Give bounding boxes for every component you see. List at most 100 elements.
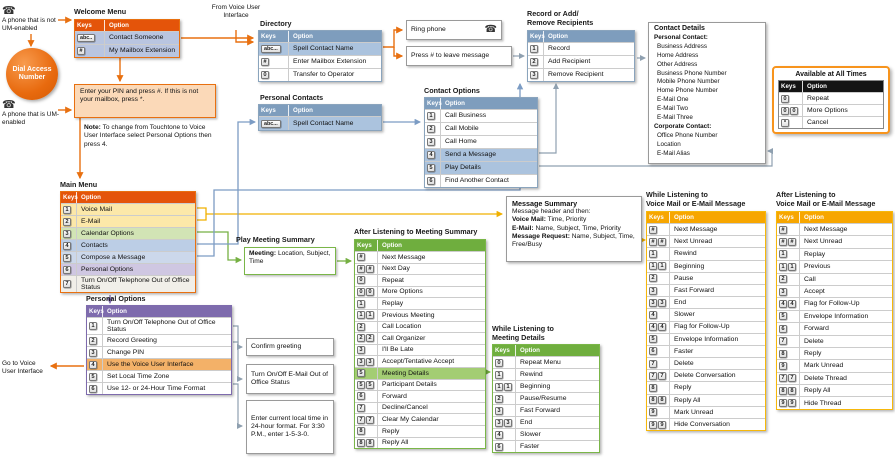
summary-label: Message Request:	[512, 232, 570, 240]
row-keys: 2	[528, 56, 544, 68]
keys-header: Keys	[647, 212, 670, 223]
key-cap: 9	[779, 361, 787, 370]
contact-detail-item: E-Mail One	[657, 96, 689, 104]
key-cap: 3	[649, 298, 657, 307]
row-option: Reply All	[382, 439, 409, 447]
dial-access-number-badge: Dial Access Number	[6, 48, 58, 100]
row-keys: 7	[777, 335, 800, 347]
contact-detail-item: Home Phone Number	[657, 87, 718, 95]
play-meeting-summary-title: Play Meeting Summary	[236, 235, 315, 244]
row-option: Delete Conversation	[674, 372, 736, 380]
row-option: Mark Unread	[804, 362, 844, 370]
row-option: Call Location	[382, 323, 422, 331]
key-cap: 4	[649, 323, 657, 332]
key-cap: 2	[779, 275, 787, 284]
row-keys: abc...	[259, 117, 289, 130]
phone-not-um-label: ☎ A phone that is not UM-enabled	[2, 6, 64, 32]
row-option: Compose a Message	[81, 253, 146, 261]
option-header: Option	[445, 100, 465, 107]
row-keys: 3	[355, 344, 378, 356]
row-option: Voice Mail	[81, 205, 112, 213]
table-row: 2 Pause	[647, 271, 765, 284]
key-cap: 1	[649, 249, 657, 258]
key-cap: #	[779, 238, 787, 247]
confirm-greeting-box: Confirm greeting	[246, 338, 334, 356]
row-option: Hide Thread	[804, 399, 842, 407]
row-keys: abc...	[259, 43, 289, 55]
row-option: Turn On/Off Telephone Out of Office Stat…	[107, 319, 216, 334]
row-option: Fast Forward	[520, 406, 561, 414]
contact-options-title: Contact Options	[424, 86, 480, 95]
row-option: Call Mobile	[445, 125, 479, 133]
key-cap: *	[781, 118, 789, 127]
row-option: Next Message	[382, 253, 426, 261]
key-cap: 6	[779, 324, 787, 333]
row-keys: 6	[61, 264, 77, 275]
row-keys: #	[647, 224, 670, 236]
key-cap: 7	[357, 415, 365, 424]
key-cap: 0	[790, 106, 798, 115]
contact-detail-item: E-Mail Alias	[657, 149, 690, 157]
key-cap: 1	[366, 311, 374, 320]
key-cap: #	[357, 264, 365, 273]
summary-line: Meeting: Location, Subject, Time	[249, 250, 331, 266]
key-cap: 3	[366, 357, 374, 366]
row-option: I'll Be Late	[382, 346, 414, 354]
key-cap: 3	[658, 298, 666, 307]
row-keys: 1	[777, 248, 800, 261]
row-keys: 7	[61, 276, 77, 293]
row-option: Beginning	[520, 382, 551, 390]
keys-header: Keys	[530, 31, 545, 42]
row-option: Pause	[674, 274, 694, 282]
key-cap: 3	[779, 287, 787, 296]
summary-line: Voice Mail: Time, Priority	[512, 216, 587, 224]
contact-detail-item: E-Mail Two	[657, 105, 689, 113]
table-row: #Next Message	[777, 223, 892, 236]
key-cap: 0	[495, 358, 503, 367]
phone-um-text: A phone that is UM-enabled	[2, 111, 60, 126]
phone-icon: ☎	[2, 99, 16, 111]
row-keys: 3	[61, 228, 77, 239]
row-option: Use the Voice User Interface	[107, 361, 194, 369]
key-cap: 0	[261, 71, 269, 79]
key-cap: 7	[779, 337, 787, 346]
key-cap: #	[788, 238, 796, 247]
keys-header: Keys	[493, 345, 516, 356]
title-line: After Listening to	[776, 190, 836, 199]
keys-header: Keys	[427, 98, 442, 109]
phone-um-label: ☎ A phone that is UM-enabled	[2, 100, 64, 126]
row-keys: 4	[61, 240, 77, 251]
row-option: Next Message	[804, 226, 848, 234]
key-cap: 1	[504, 382, 512, 391]
key-cap: 3	[427, 138, 435, 146]
row-option: Rewind	[520, 370, 543, 378]
row-keys: 2	[647, 272, 670, 284]
row-keys: 5	[425, 162, 441, 174]
